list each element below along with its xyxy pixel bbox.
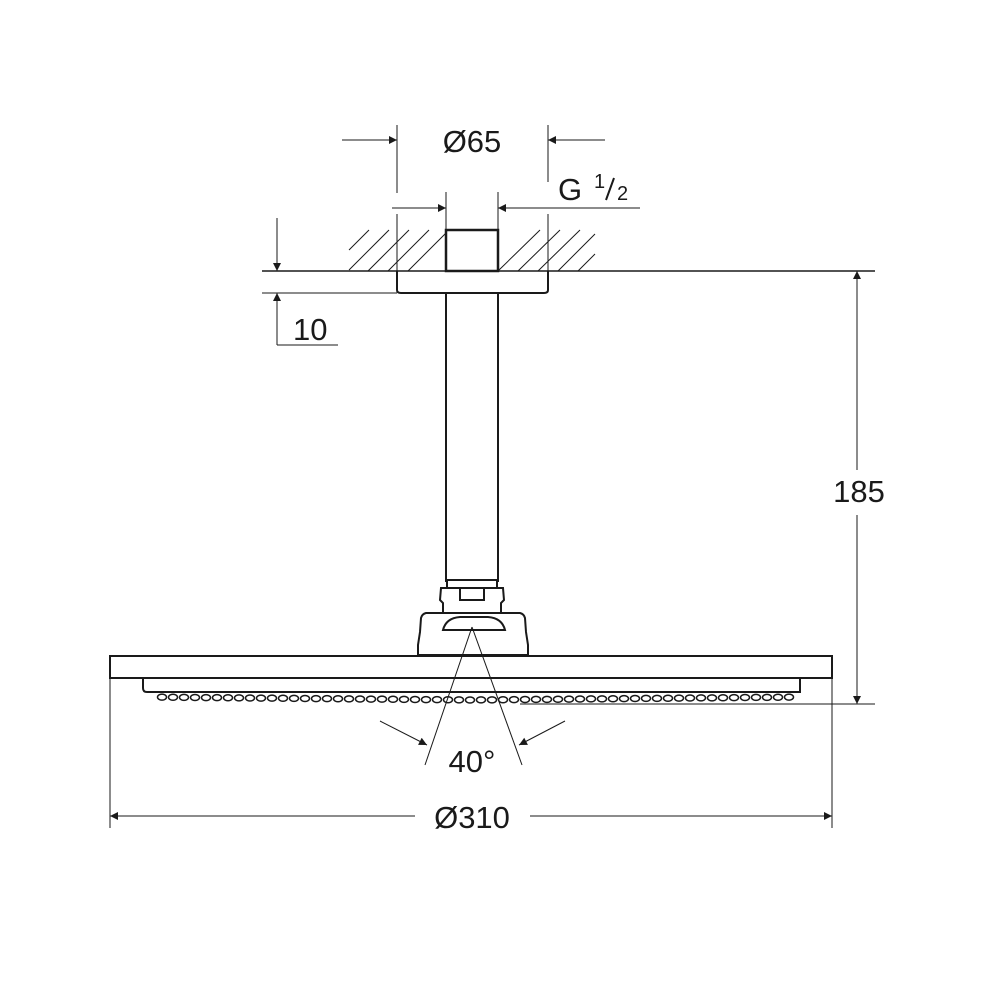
- nozzle: [178, 693, 190, 702]
- nozzle: [266, 694, 278, 702]
- nozzle: [563, 695, 575, 703]
- total-height-label: 185: [833, 474, 885, 509]
- shower-head: [109, 655, 833, 693]
- nozzle: [431, 695, 443, 704]
- nozzle: [629, 694, 641, 703]
- nozzle: [288, 694, 300, 703]
- nozzle: [299, 694, 311, 703]
- nozzle: [607, 694, 619, 703]
- nozzle: [310, 694, 322, 703]
- nozzle: [233, 694, 245, 702]
- nozzle: [376, 695, 388, 703]
- thread-denominator: 2: [617, 183, 628, 205]
- thread-label: G 1 2: [558, 171, 628, 207]
- connector-nut: [417, 579, 529, 656]
- dimension-thread: [392, 192, 640, 230]
- nozzle: [761, 693, 773, 702]
- nozzle: [651, 694, 663, 703]
- nozzle: [156, 693, 168, 701]
- thread-numerator: 1: [594, 171, 605, 193]
- dimension-flange-diameter: [342, 125, 605, 271]
- nozzle: [772, 693, 784, 701]
- nozzle: [695, 694, 707, 702]
- nozzle: [739, 693, 751, 702]
- nozzle: [684, 694, 696, 702]
- nozzle: [475, 696, 487, 704]
- nozzle: [618, 694, 630, 703]
- nozzle: [277, 694, 289, 703]
- dimension-total-height: [520, 271, 875, 705]
- nozzle: [365, 695, 377, 703]
- dimension-head-diameter: [109, 678, 833, 828]
- nozzle: [211, 693, 223, 702]
- nozzle: [200, 693, 212, 702]
- shower-arm: [445, 293, 499, 582]
- nozzle: [673, 694, 685, 702]
- nozzles: [156, 693, 795, 704]
- dimension-spray-angle: [379, 626, 566, 766]
- nozzle: [552, 695, 564, 703]
- nozzle: [332, 695, 344, 703]
- head-diameter-label: Ø310: [434, 800, 510, 835]
- spray-angle-label: 40°: [449, 744, 496, 779]
- nozzle: [541, 695, 553, 704]
- flange-diameter-label: Ø65: [443, 124, 502, 159]
- nozzle: [189, 693, 201, 702]
- nozzle: [409, 695, 421, 704]
- nozzle: [508, 695, 520, 704]
- nozzle: [640, 694, 652, 703]
- nozzle: [486, 696, 498, 704]
- nozzle: [530, 695, 542, 704]
- nozzle: [321, 694, 333, 703]
- nozzle: [354, 695, 366, 703]
- nozzle: [420, 695, 432, 704]
- flange-height-label: 10: [293, 312, 327, 347]
- nozzle: [728, 693, 740, 702]
- nozzle: [706, 694, 718, 702]
- nozzle: [783, 693, 795, 701]
- ceiling-hatch: [348, 229, 596, 272]
- thread-prefix: G: [558, 172, 582, 207]
- nozzle: [244, 694, 256, 702]
- nozzle: [585, 695, 597, 703]
- nozzle: [596, 695, 608, 703]
- nozzle: [497, 695, 509, 704]
- nozzle: [662, 694, 674, 702]
- nozzle: [519, 695, 531, 704]
- thread-stub: [444, 228, 500, 273]
- nozzle: [398, 695, 410, 704]
- nozzle: [343, 695, 355, 703]
- ceiling-flange: [396, 271, 549, 294]
- nozzle: [453, 696, 465, 704]
- nozzle: [222, 694, 234, 702]
- nozzle: [167, 693, 179, 702]
- nozzle: [717, 693, 729, 702]
- nozzle: [574, 695, 586, 703]
- dimension-flange-height: [262, 218, 397, 346]
- nozzle: [387, 695, 399, 704]
- nozzle: [750, 693, 762, 702]
- nozzle: [464, 696, 476, 704]
- nozzle: [255, 694, 267, 702]
